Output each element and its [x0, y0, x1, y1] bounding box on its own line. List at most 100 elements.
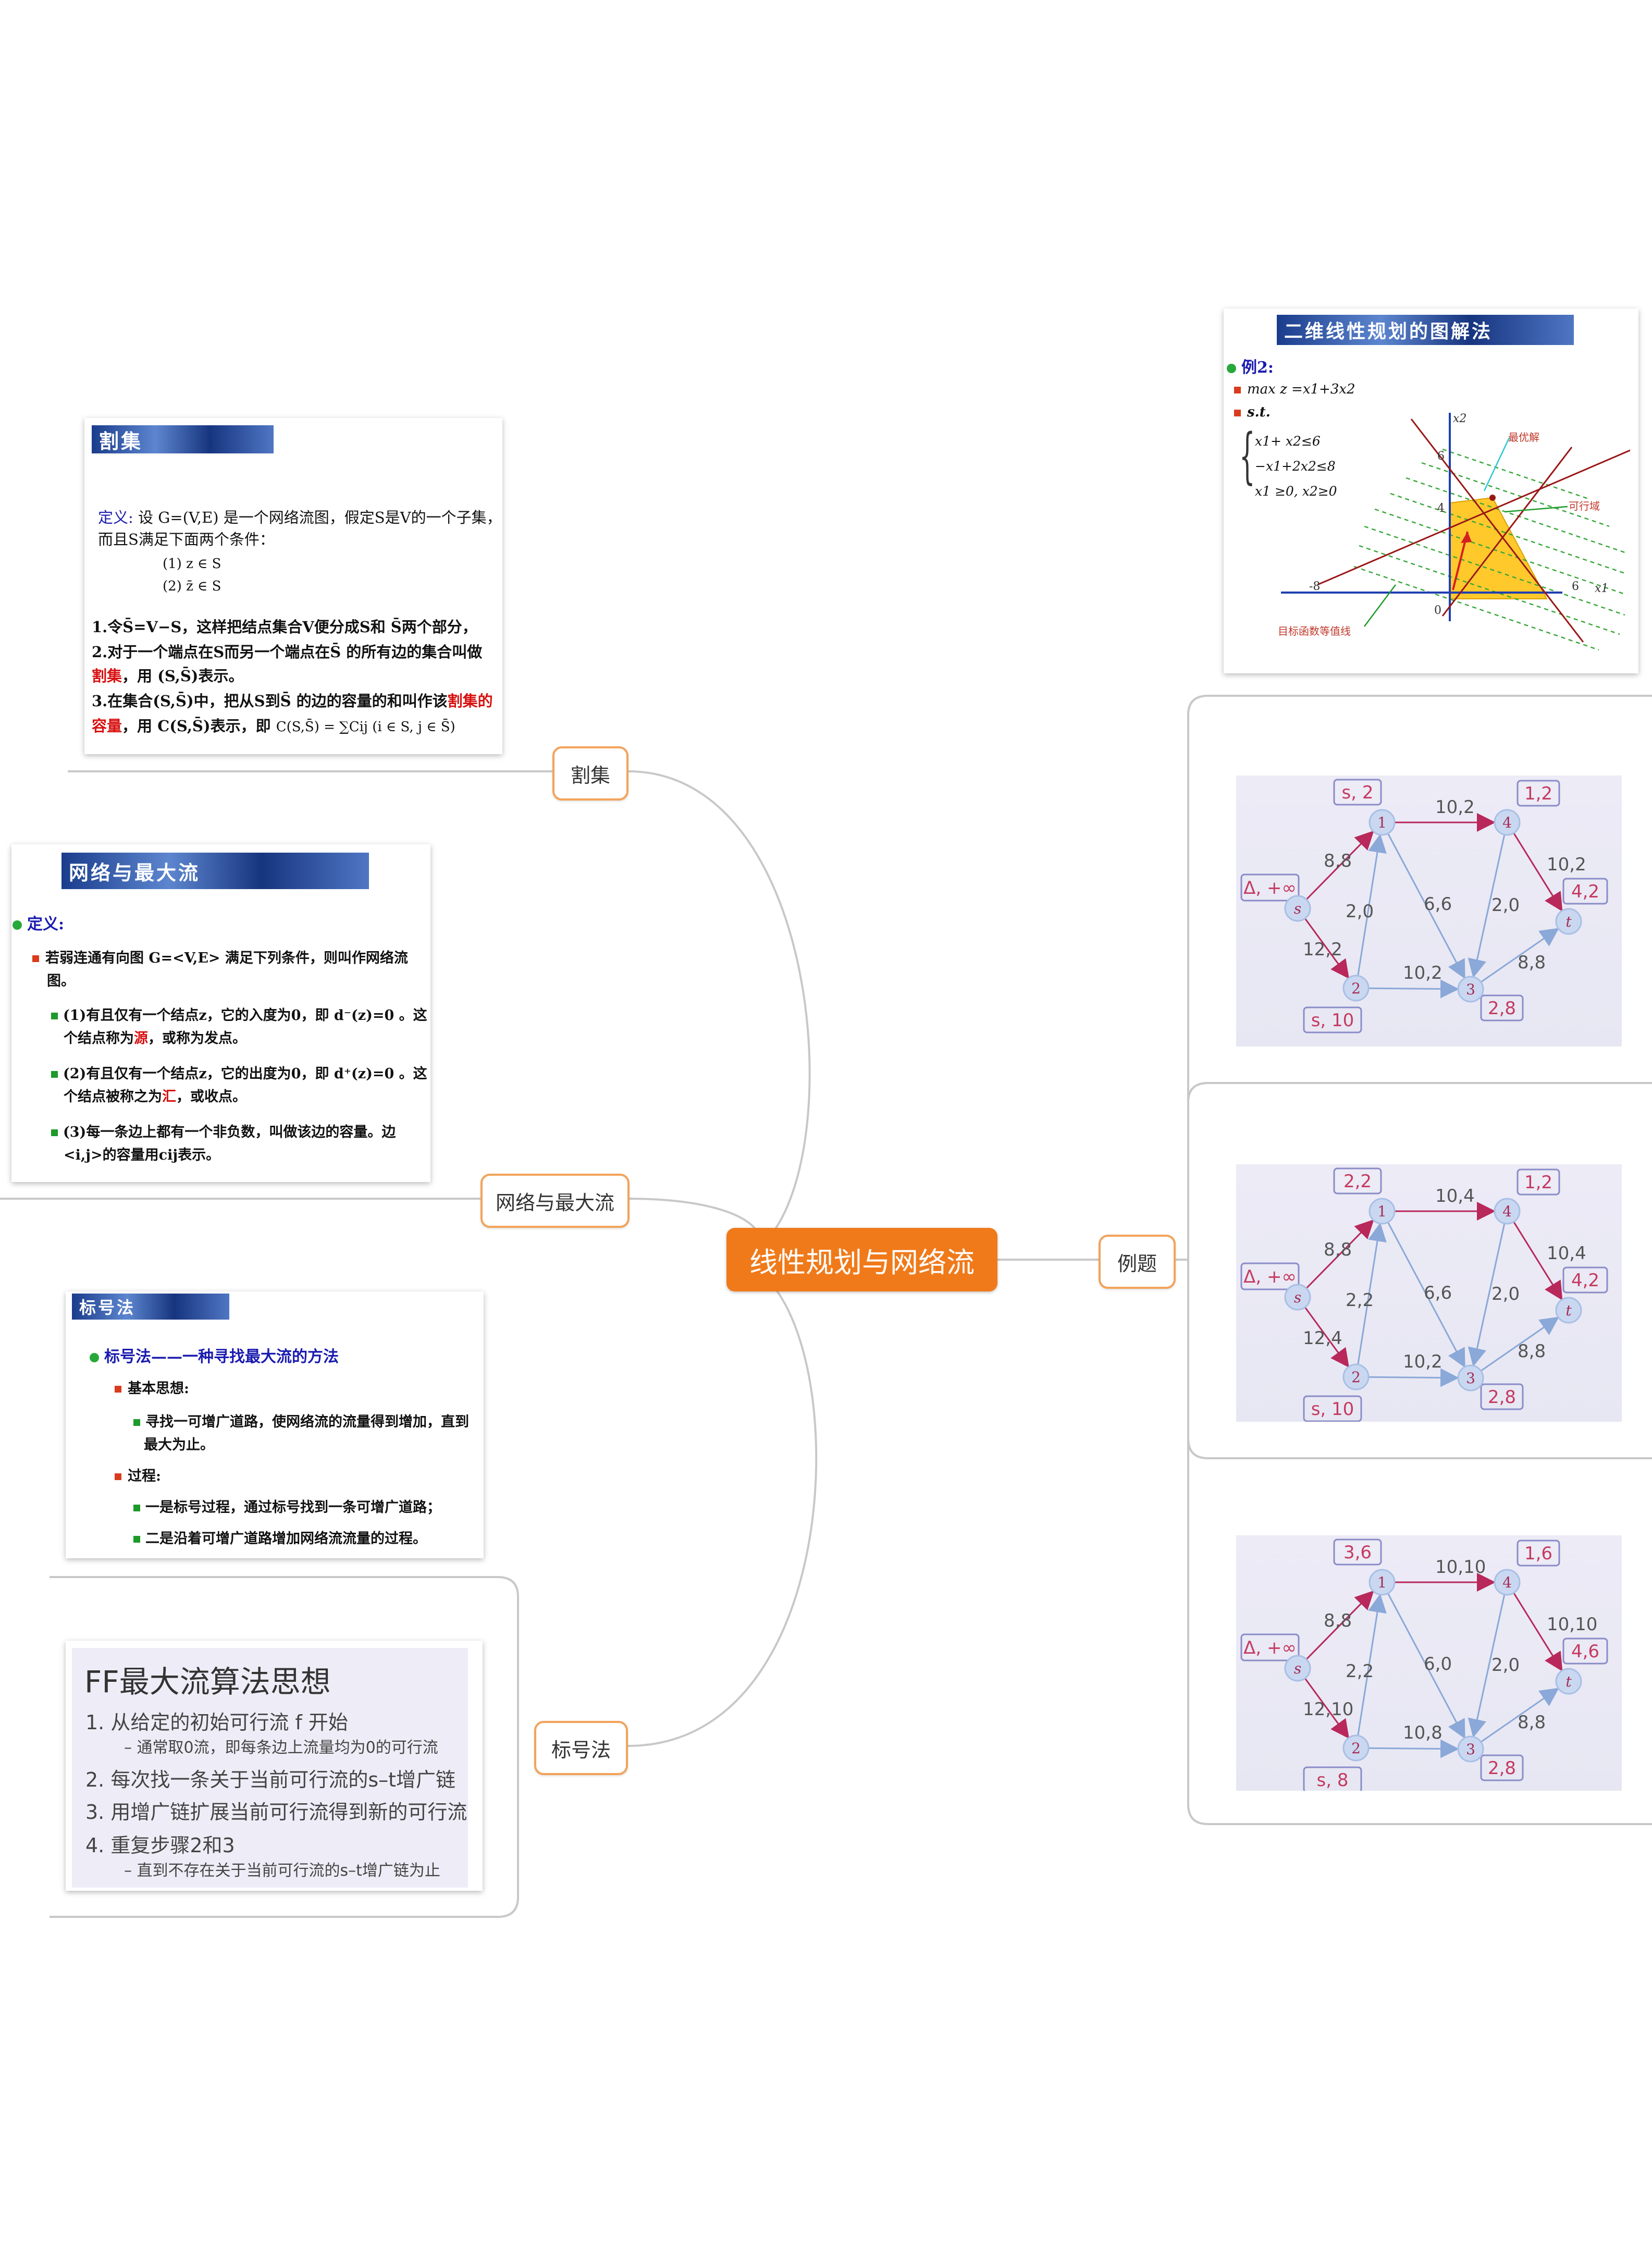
- edge-label: 8,8: [1518, 952, 1546, 973]
- node-label: 2,2: [1343, 1171, 1372, 1192]
- process-line: 一是标号过程，通过标号找到一条可增广道路；: [133, 1496, 441, 1516]
- node-name: 1: [1377, 1574, 1387, 1591]
- topic-label-method[interactable]: 标号法: [534, 1721, 628, 1775]
- edge-label: 2,2: [1346, 1661, 1374, 1682]
- edge-label: 2,0: [1491, 1284, 1520, 1304]
- y-axis-label: x2: [1453, 412, 1466, 425]
- ff-substep: – 直到不存在关于当前可行流的s–t增广链为止: [124, 1857, 440, 1880]
- basic-line: 最大为止。: [144, 1433, 214, 1454]
- slide-lp-graphical: 二维线性规划的图解法 例2: max z =x1+3x2 s.t. { x1+ …: [1224, 309, 1638, 673]
- node-name: 1: [1377, 1203, 1387, 1220]
- edge-label: 10,4: [1547, 1243, 1586, 1264]
- x-axis-label: x1: [1595, 582, 1608, 595]
- condition-line: (3)每一条边上都有一个非负数，叫做该边的容量。边: [51, 1121, 396, 1141]
- node-label: 3,6: [1343, 1542, 1372, 1563]
- tick-label: -8: [1309, 580, 1320, 593]
- node-label: 2,8: [1488, 1758, 1516, 1779]
- point-line: 割集，用 (S,S̄)表示。: [92, 664, 244, 686]
- slide-cut-set: 割集 定义: 设 G=(V,E) 是一个网络流图，假定S是V的一个子集， 而且S…: [84, 418, 502, 754]
- edge-label: 10,2: [1403, 963, 1443, 983]
- process-line: 二是沿着可增广道路增加网络流流量的过程。: [133, 1527, 427, 1547]
- edge-label: 2,0: [1346, 901, 1374, 922]
- edge-label: 8,8: [1324, 1610, 1352, 1631]
- node-name: t: [1565, 1673, 1572, 1690]
- node-label: s, 10: [1311, 1010, 1354, 1031]
- edge-label: 6,6: [1424, 894, 1452, 915]
- node-name: 1: [1377, 814, 1387, 831]
- edge-label: 12,4: [1303, 1328, 1342, 1349]
- node-name: 4: [1502, 1203, 1512, 1220]
- slide-banner: 标号法: [72, 1294, 229, 1320]
- node-label: 4,2: [1571, 1270, 1599, 1291]
- node-label: 1,6: [1524, 1543, 1552, 1564]
- basic-line: 寻找一可增广道路，使网络流的流量得到增加，直到: [133, 1410, 469, 1431]
- topic-examples[interactable]: 例题: [1099, 1235, 1176, 1289]
- ff-step: 1. 从给定的初始可行流 f 开始: [85, 1706, 348, 1735]
- edge-label: 10,10: [1435, 1557, 1486, 1578]
- ff-step: 2. 每次找一条关于当前可行流的s–t增广链: [85, 1764, 455, 1792]
- edge-e_23: [1369, 1748, 1456, 1749]
- node-label: 1,2: [1524, 1172, 1552, 1193]
- condition-line: 个结点称为源，或称为发点。: [64, 1027, 246, 1047]
- isoline-label: 目标函数等值线: [1278, 625, 1351, 637]
- node-name: s: [1294, 900, 1301, 917]
- edge-label: 8,8: [1324, 1239, 1352, 1260]
- method-title: 标号法——一种寻找最大流的方法: [90, 1344, 339, 1367]
- edge-label: 8,8: [1324, 851, 1352, 871]
- condition-line: (2)有且仅有一个结点z，它的出度为0，即 d⁺(z)=0 。这: [51, 1062, 427, 1082]
- topic-network[interactable]: 网络与最大流: [480, 1174, 630, 1228]
- definition-line: 若弱连通有向图 G=<V,E> 满足下列条件，则叫作网络流: [32, 946, 408, 967]
- tick-label: 0: [1434, 604, 1441, 617]
- edge-e_23: [1369, 988, 1456, 989]
- topic-cut[interactable]: 割集: [552, 746, 628, 801]
- condition-line: (1)有且仅有一个结点z，它的入度为0，即 d⁻(z)=0 。这: [51, 1004, 427, 1024]
- definition-line: 定义: 设 G=(V,E) 是一个网络流图，假定S是V的一个子集，: [98, 506, 502, 527]
- node-name: 4: [1502, 814, 1512, 831]
- condition-line: 个结点被称之为汇，或收点。: [64, 1085, 246, 1105]
- edge-label: 10,2: [1403, 1351, 1443, 1372]
- tick-label: 4: [1437, 502, 1445, 515]
- node-name: s: [1294, 1289, 1301, 1306]
- node-name: 3: [1466, 1370, 1475, 1387]
- node-name: 2: [1351, 1369, 1361, 1386]
- tick-label: 6: [1572, 580, 1579, 593]
- node-name: 2: [1351, 1740, 1361, 1757]
- node-label: 2,8: [1488, 1387, 1516, 1408]
- definition-heading: 定义:: [13, 911, 64, 934]
- node-name: t: [1565, 1302, 1572, 1319]
- slide-banner: 割集: [92, 425, 274, 453]
- ff-step: 3. 用增广链扩展当前可行流得到新的可行流: [85, 1796, 467, 1825]
- node-label: 2,8: [1488, 998, 1516, 1019]
- edge-label: 12,10: [1303, 1699, 1353, 1720]
- point-line: 1.令S̄=V−S，这样把结点集合V便分成S和 S̄两个部分，: [92, 615, 477, 637]
- node-label: 4,6: [1571, 1641, 1599, 1662]
- optimal-label: 最优解: [1508, 431, 1539, 444]
- edge-label: 8,8: [1518, 1341, 1546, 1362]
- ff-content: FF最大流算法思想 1. 从给定的初始可行流 f 开始 – 通常取0流，即每条边…: [72, 1648, 468, 1888]
- basic-heading: 基本思想:: [115, 1377, 189, 1397]
- node-label: s, 8: [1317, 1770, 1349, 1791]
- node-label: 4,2: [1571, 881, 1599, 902]
- ff-title: FF最大流算法思想: [84, 1657, 331, 1701]
- point-line: 2.对于一个端点在S而另一个端点在S̄ 的所有边的集合叫做: [92, 640, 482, 662]
- definition-line: 而且S满足下面两个条件：: [98, 527, 275, 549]
- node-label: Δ, +∞: [1243, 1638, 1297, 1658]
- point-line: 3.在集合(S,S̄)中，把从S到S̄ 的边的容量的和叫作该割集的: [92, 689, 493, 711]
- ff-substep: – 通常取0流，即每条边上流量均为0的可行流: [124, 1734, 438, 1757]
- central-topic[interactable]: 线性规划与网络流: [726, 1228, 997, 1291]
- node-name: t: [1565, 913, 1572, 930]
- example-graph-3: 8,812,102,210,106,010,82,010,108,8Δ, +∞3…: [1236, 1535, 1622, 1791]
- node-label: Δ, +∞: [1243, 1266, 1297, 1287]
- node-label: Δ, +∞: [1243, 878, 1297, 898]
- node-name: 2: [1351, 980, 1361, 997]
- edge-label: 6,0: [1424, 1654, 1452, 1675]
- edge-label: 2,0: [1491, 895, 1520, 916]
- node-name: 4: [1502, 1574, 1512, 1591]
- node-label: s, 2: [1342, 782, 1374, 803]
- feasible-label: 可行域: [1569, 500, 1600, 512]
- slide-label-method: 标号法 标号法——一种寻找最大流的方法 基本思想: 寻找一可增广道路，使网络流的…: [66, 1291, 484, 1558]
- condition-line: <i,j>的容量用cij表示。: [64, 1143, 220, 1164]
- ff-step: 4. 重复步骤2和3: [85, 1829, 235, 1858]
- edge-label: 10,2: [1547, 854, 1586, 875]
